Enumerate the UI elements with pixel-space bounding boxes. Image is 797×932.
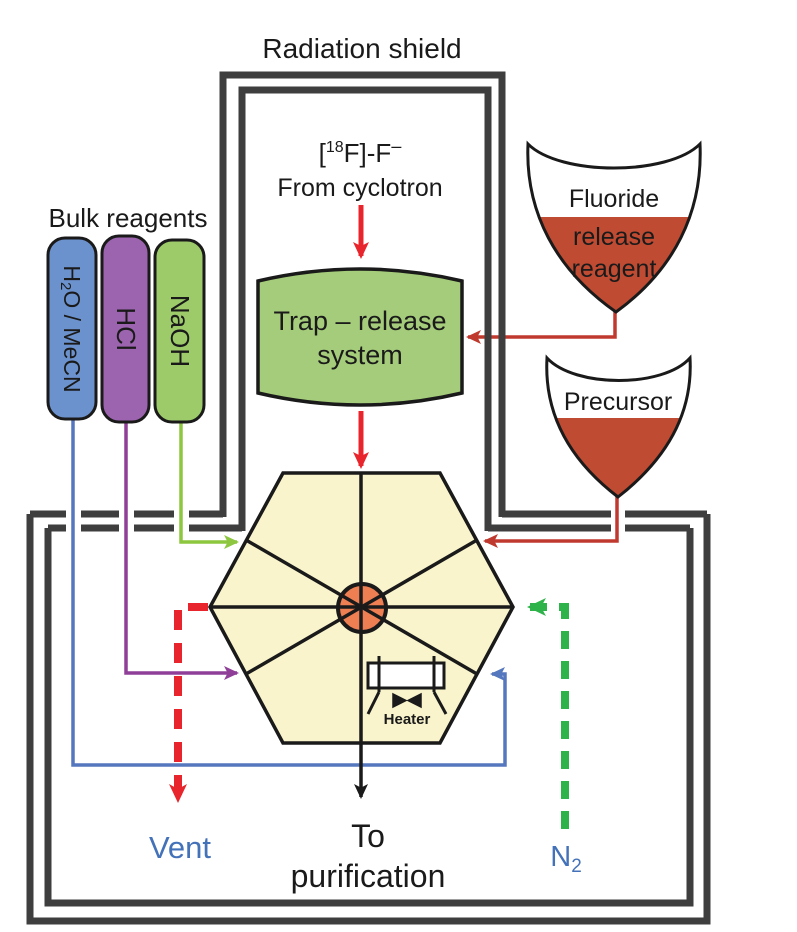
trap-release-label-line2: system xyxy=(317,340,403,370)
cyclotron-formula: [18F]-F– xyxy=(319,136,402,168)
n2-label: N2 xyxy=(550,841,582,877)
fluoride-flask: Fluoride release reagent xyxy=(526,140,702,314)
fluoride-label-line1: Fluoride xyxy=(569,185,659,213)
precursor-label: Precursor xyxy=(564,388,672,416)
radiation-shield-title: Radiation shield xyxy=(262,33,461,64)
hexagon-valve xyxy=(208,471,515,745)
reagent-pill-naoh xyxy=(153,238,206,424)
precursor-flask-outline xyxy=(545,354,692,499)
heater-mount-lines xyxy=(366,656,448,715)
fluoride-reagent-line xyxy=(466,310,617,344)
valve-spokes xyxy=(210,473,513,741)
pill-label-h2o-mecn: H2O / MeCN xyxy=(58,265,86,392)
radiation-shield-inner-border xyxy=(238,86,492,531)
heater-symbol: Heater xyxy=(366,656,448,728)
h2o-mecn-line xyxy=(71,418,507,767)
shield-borders xyxy=(26,71,711,925)
n2-dashed-line xyxy=(527,598,569,829)
heater-fan-icon xyxy=(392,692,422,709)
trap-release-box: Trap – release system xyxy=(256,267,464,407)
fluoride-label-line3: reagent xyxy=(572,255,657,283)
precursor-line xyxy=(483,495,619,548)
heater-label: Heater xyxy=(384,711,431,728)
reagent-pill-h2o-mecn xyxy=(46,236,98,421)
fluoride-flask-outline xyxy=(526,140,702,314)
vent-label: Vent xyxy=(149,830,211,865)
trap-release-label-line1: Trap – release xyxy=(273,306,446,336)
fluoride-label-line2: release xyxy=(573,223,655,251)
cyclotron-source-label: From cyclotron xyxy=(277,174,442,202)
precursor-flask: Precursor xyxy=(545,354,692,499)
reagent-pill-hcl xyxy=(100,234,151,424)
vent-dashed-line xyxy=(169,603,208,803)
naoh-line xyxy=(179,420,239,549)
heater-tube xyxy=(366,661,446,690)
pill-label-hcl: HCl xyxy=(111,307,141,350)
bulk-reagents-title: Bulk reagents xyxy=(49,203,208,233)
hot-cell-inner-border xyxy=(44,528,694,907)
pill-label-naoh: NaOH xyxy=(165,295,195,367)
bulk-reagents: Bulk reagents H2O / MeCN HCl NaOH xyxy=(46,203,208,424)
radiation-shield-outer-border xyxy=(219,71,506,517)
hcl-line xyxy=(124,421,239,680)
to-purification-line1: To xyxy=(351,818,385,854)
trap-release-body xyxy=(256,267,464,407)
hot-cell-outer-border xyxy=(26,514,711,925)
to-purification-line2: purification xyxy=(291,858,446,894)
